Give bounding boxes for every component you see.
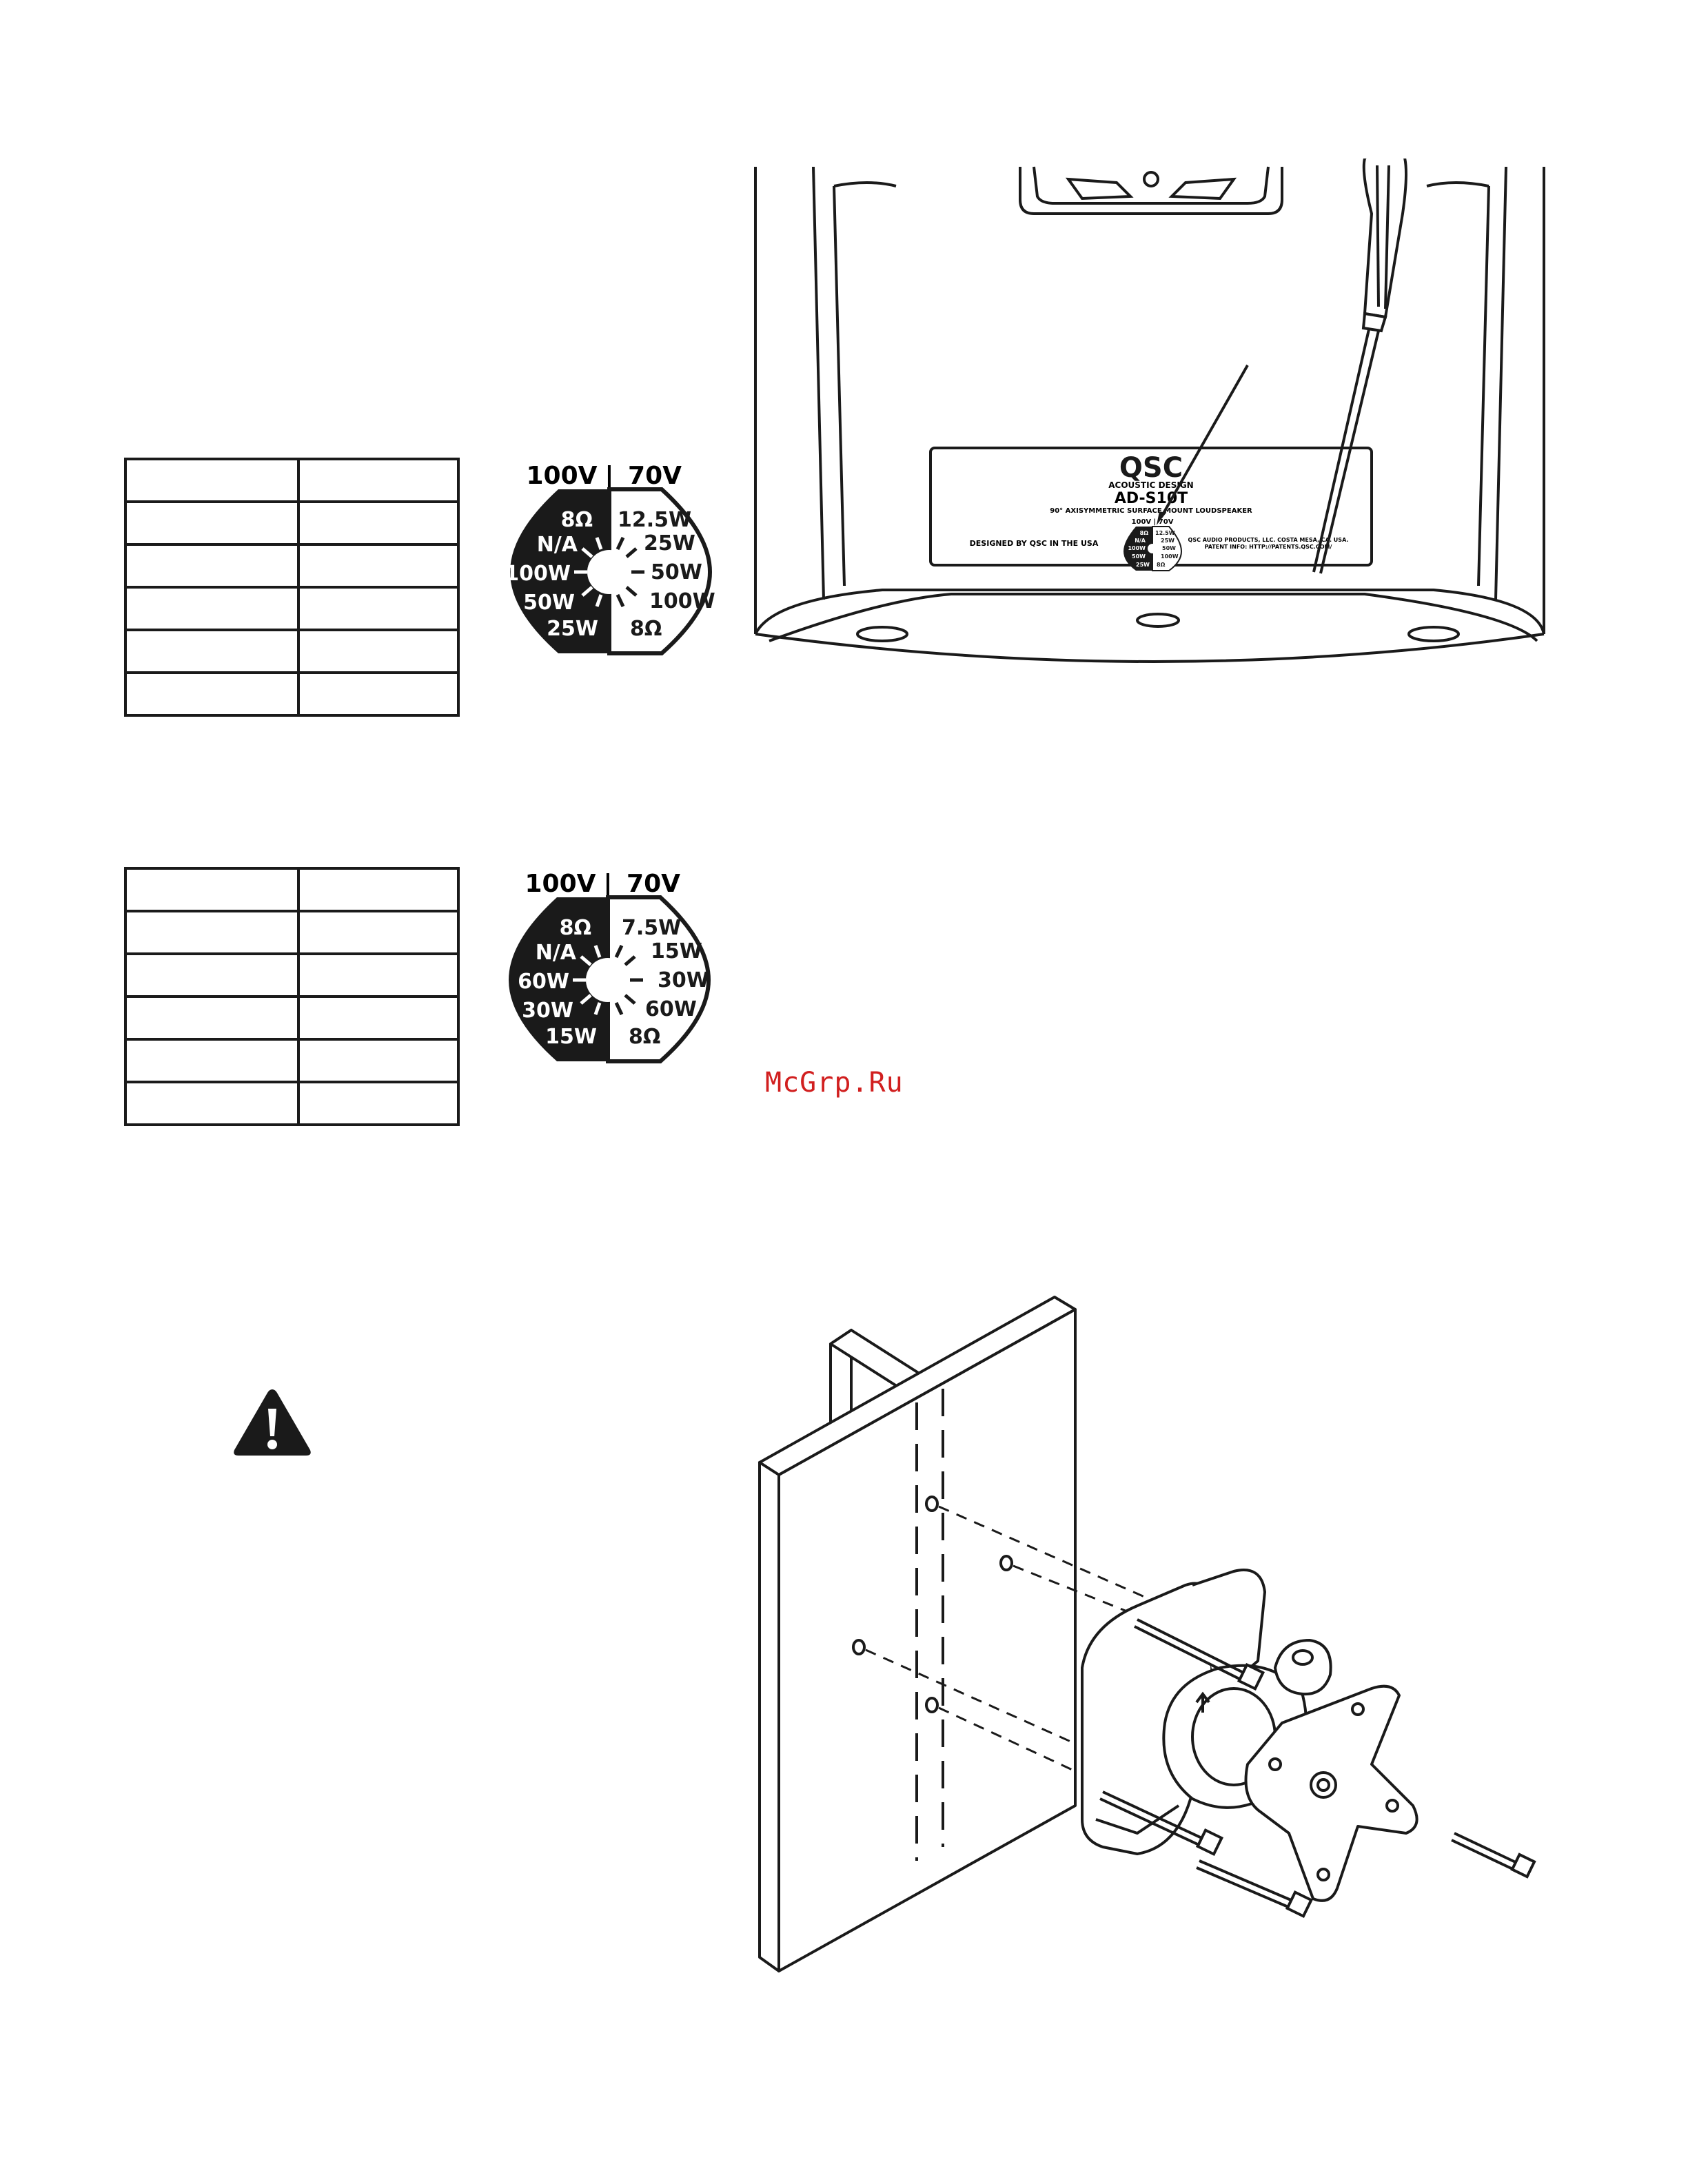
tap-table-2 (124, 867, 460, 1126)
dial-left-label: 100W (505, 562, 571, 586)
dial-right-label: 15W (651, 939, 702, 963)
dial-right-label: 100W (649, 589, 715, 613)
mini-dial-right (1152, 526, 1183, 571)
dial-header-left: 100V (525, 870, 596, 898)
label-patent: PATENT INFO: HTTP://PATENTS.QSC.COM/ (1205, 544, 1332, 550)
warning-triangle-icon (234, 1389, 311, 1456)
mini-right-label: 8Ω (1157, 562, 1166, 568)
dial-right-label: 12.5W (618, 508, 691, 532)
dial-header-right: 70V (628, 462, 682, 490)
dial-header-left: 100V (526, 462, 597, 490)
table-row (124, 586, 460, 631)
watermark-text: McGrp.Ru (765, 1067, 904, 1099)
dial-left-label: 8Ω (561, 508, 593, 532)
screw-icon (1451, 1832, 1536, 1879)
dial-right-label: 25W (644, 531, 695, 555)
dial-left-label: 15W (545, 1025, 597, 1049)
label-address: QSC AUDIO PRODUCTS, LLC. COSTA MESA, CA.… (1188, 537, 1349, 543)
dial-header-sep: | (603, 870, 612, 898)
mini-right-label: 25W (1161, 538, 1175, 544)
wall-mount-illustration (758, 1296, 1536, 1972)
table-row (124, 671, 460, 717)
mini-left-label: 100W (1128, 545, 1146, 551)
screw-icon (1134, 1618, 1265, 1691)
dial-left-label: N/A (537, 533, 578, 557)
mini-dial-left (1123, 527, 1152, 571)
dial-right-label: 30W (658, 968, 709, 992)
label-designed: DESIGNED BY QSC IN THE USA (970, 539, 1099, 548)
mini-left-label: 25W (1136, 562, 1150, 568)
table-row (124, 952, 460, 998)
tap-dial-small: 100V | 70V 8Ω N/A 60W 30W 15W 7.5W 15W 3… (509, 870, 711, 1063)
dial-left-half (509, 897, 608, 1061)
label-description: 90° AXISYMMETRIC SURFACE MOUNT LOUDSPEAK… (1050, 507, 1252, 515)
label-subtitle: ACOUSTIC DESIGN (1108, 480, 1193, 490)
table-row (124, 995, 460, 1041)
dial-right-half (607, 487, 713, 655)
dial-left-label: 60W (518, 970, 569, 994)
table-row (124, 543, 460, 589)
dial-right-half (606, 895, 711, 1063)
dial-right-label: 7.5W (622, 916, 681, 940)
speaker-rear-illustration: QSC ACOUSTIC DESIGN AD-S10T 90° AXISYMME… (754, 159, 1545, 663)
table-row (124, 867, 460, 912)
dial-right-label: 8Ω (630, 617, 662, 641)
mini-left-label: N/A (1135, 538, 1146, 544)
table-row (124, 910, 460, 955)
dial-center (587, 550, 631, 594)
dial-right-label: 60W (645, 997, 697, 1021)
tap-table-1 (124, 458, 460, 717)
dial-left-label: 30W (522, 999, 573, 1023)
table-row (124, 629, 460, 674)
label-mini-header: 100V | 70V (1132, 518, 1174, 526)
dial-center (586, 958, 630, 1002)
dial-left-label: 50W (523, 591, 575, 615)
label-brand: QSC (1119, 452, 1183, 484)
dial-left-label: N/A (536, 941, 577, 965)
table-row (124, 1081, 460, 1126)
dial-left-label: 8Ω (560, 916, 591, 940)
mini-left-label: 8Ω (1140, 530, 1149, 536)
screw-icon (1196, 1859, 1314, 1919)
mini-right-label: 100W (1161, 553, 1179, 560)
table-row (124, 458, 460, 503)
dial-right-label: 50W (651, 560, 702, 584)
dial-header-right: 70V (627, 870, 680, 898)
table-row (124, 500, 460, 546)
dial-left-label: 25W (547, 617, 598, 641)
tap-dial-large: 100V | 70V 8Ω N/A 100W 50W 25W 12.5W 25W… (505, 462, 715, 655)
screwdriver-icon (1312, 159, 1407, 574)
mini-left-label: 50W (1132, 553, 1146, 560)
table-row (124, 1038, 460, 1083)
arrow-up-icon (1195, 1691, 1210, 1713)
mini-right-label: 50W (1162, 545, 1176, 551)
screw-icon (1099, 1790, 1224, 1857)
dial-right-label: 8Ω (629, 1025, 660, 1049)
dial-left-half (510, 489, 609, 653)
dial-header-sep: | (604, 462, 613, 490)
mini-right-label: 12.5W (1155, 530, 1175, 536)
